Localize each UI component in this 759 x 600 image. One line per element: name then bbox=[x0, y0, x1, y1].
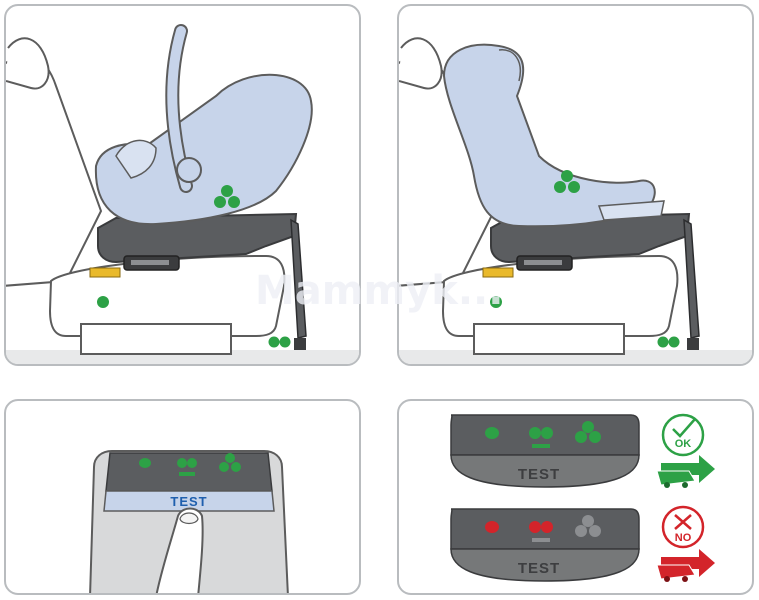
no-test-label: TEST bbox=[518, 560, 560, 577]
ok-green-bar bbox=[532, 444, 550, 448]
no-car-icon bbox=[656, 564, 696, 580]
finger bbox=[155, 507, 204, 593]
ok-arrow-icon bbox=[661, 455, 715, 483]
isofix-connector bbox=[89, 267, 121, 278]
panel-test-results: TEST OK TEST NO bbox=[397, 399, 754, 595]
infant-carrier-illustration bbox=[6, 24, 359, 364]
headrest bbox=[399, 37, 443, 90]
carrier-canopy bbox=[115, 139, 157, 179]
panel-toddler-seat bbox=[397, 4, 754, 366]
ok-label: OK bbox=[675, 438, 692, 450]
toddler-seat-shell bbox=[442, 43, 656, 228]
test-results-illustration: TEST OK TEST NO bbox=[450, 413, 715, 582]
ok-car-icon bbox=[656, 470, 696, 486]
support-leg-foot bbox=[294, 338, 306, 350]
isofix-connector bbox=[482, 267, 514, 278]
release-slot bbox=[131, 260, 169, 265]
test-button-label: TEST bbox=[170, 494, 207, 509]
no-grey-bar bbox=[532, 538, 550, 542]
support-leg bbox=[290, 218, 307, 339]
ok-test-button bbox=[450, 454, 640, 488]
ok-check-icon bbox=[661, 413, 705, 457]
support-leg bbox=[683, 218, 700, 339]
release-slot bbox=[524, 260, 562, 265]
handle-pivot bbox=[176, 157, 202, 183]
triple-green-indicator bbox=[554, 170, 580, 193]
seat-foot bbox=[597, 200, 665, 221]
seat-rail bbox=[473, 323, 625, 355]
seat-rail bbox=[80, 323, 232, 355]
toddler-seat-illustration bbox=[399, 37, 752, 364]
ok-test-label: TEST bbox=[518, 466, 560, 483]
test-press-illustration: TEST bbox=[89, 450, 289, 593]
green-bar bbox=[179, 472, 195, 476]
support-leg-foot bbox=[687, 338, 699, 350]
no-grey-3 bbox=[575, 515, 601, 537]
ok-green-2 bbox=[529, 427, 553, 439]
vehicle-seat-back bbox=[6, 54, 103, 287]
panel-infant-carrier bbox=[4, 4, 361, 366]
ok-wheel bbox=[664, 482, 670, 488]
isofix-green-indicator bbox=[490, 296, 502, 308]
no-red-1 bbox=[485, 521, 499, 533]
headrest bbox=[6, 37, 50, 90]
checkmark bbox=[672, 418, 696, 438]
fingernail bbox=[179, 512, 199, 525]
ok-green-3 bbox=[575, 421, 601, 443]
ok-green-1 bbox=[485, 427, 499, 439]
panel-test-press: TEST bbox=[4, 399, 361, 595]
leg-green-indicator bbox=[268, 336, 291, 348]
green-indicator-2 bbox=[177, 458, 197, 468]
no-red-2 bbox=[529, 521, 553, 533]
no-wheel bbox=[664, 576, 670, 582]
no-cross-icon bbox=[661, 505, 705, 549]
ok-wheel bbox=[682, 482, 688, 488]
test-button[interactable] bbox=[103, 490, 275, 512]
no-arrow-icon bbox=[661, 549, 715, 577]
cross-mark bbox=[674, 514, 692, 530]
headrest-wing bbox=[498, 49, 521, 82]
no-wheel bbox=[682, 576, 688, 582]
isofix-green-indicator bbox=[97, 296, 109, 308]
green-indicator-3 bbox=[219, 453, 241, 472]
green-indicator-1 bbox=[139, 458, 151, 468]
leg-green-indicator bbox=[657, 336, 680, 348]
triple-green-indicator bbox=[214, 185, 240, 208]
no-label: NO bbox=[675, 532, 692, 544]
no-test-button bbox=[450, 548, 640, 582]
